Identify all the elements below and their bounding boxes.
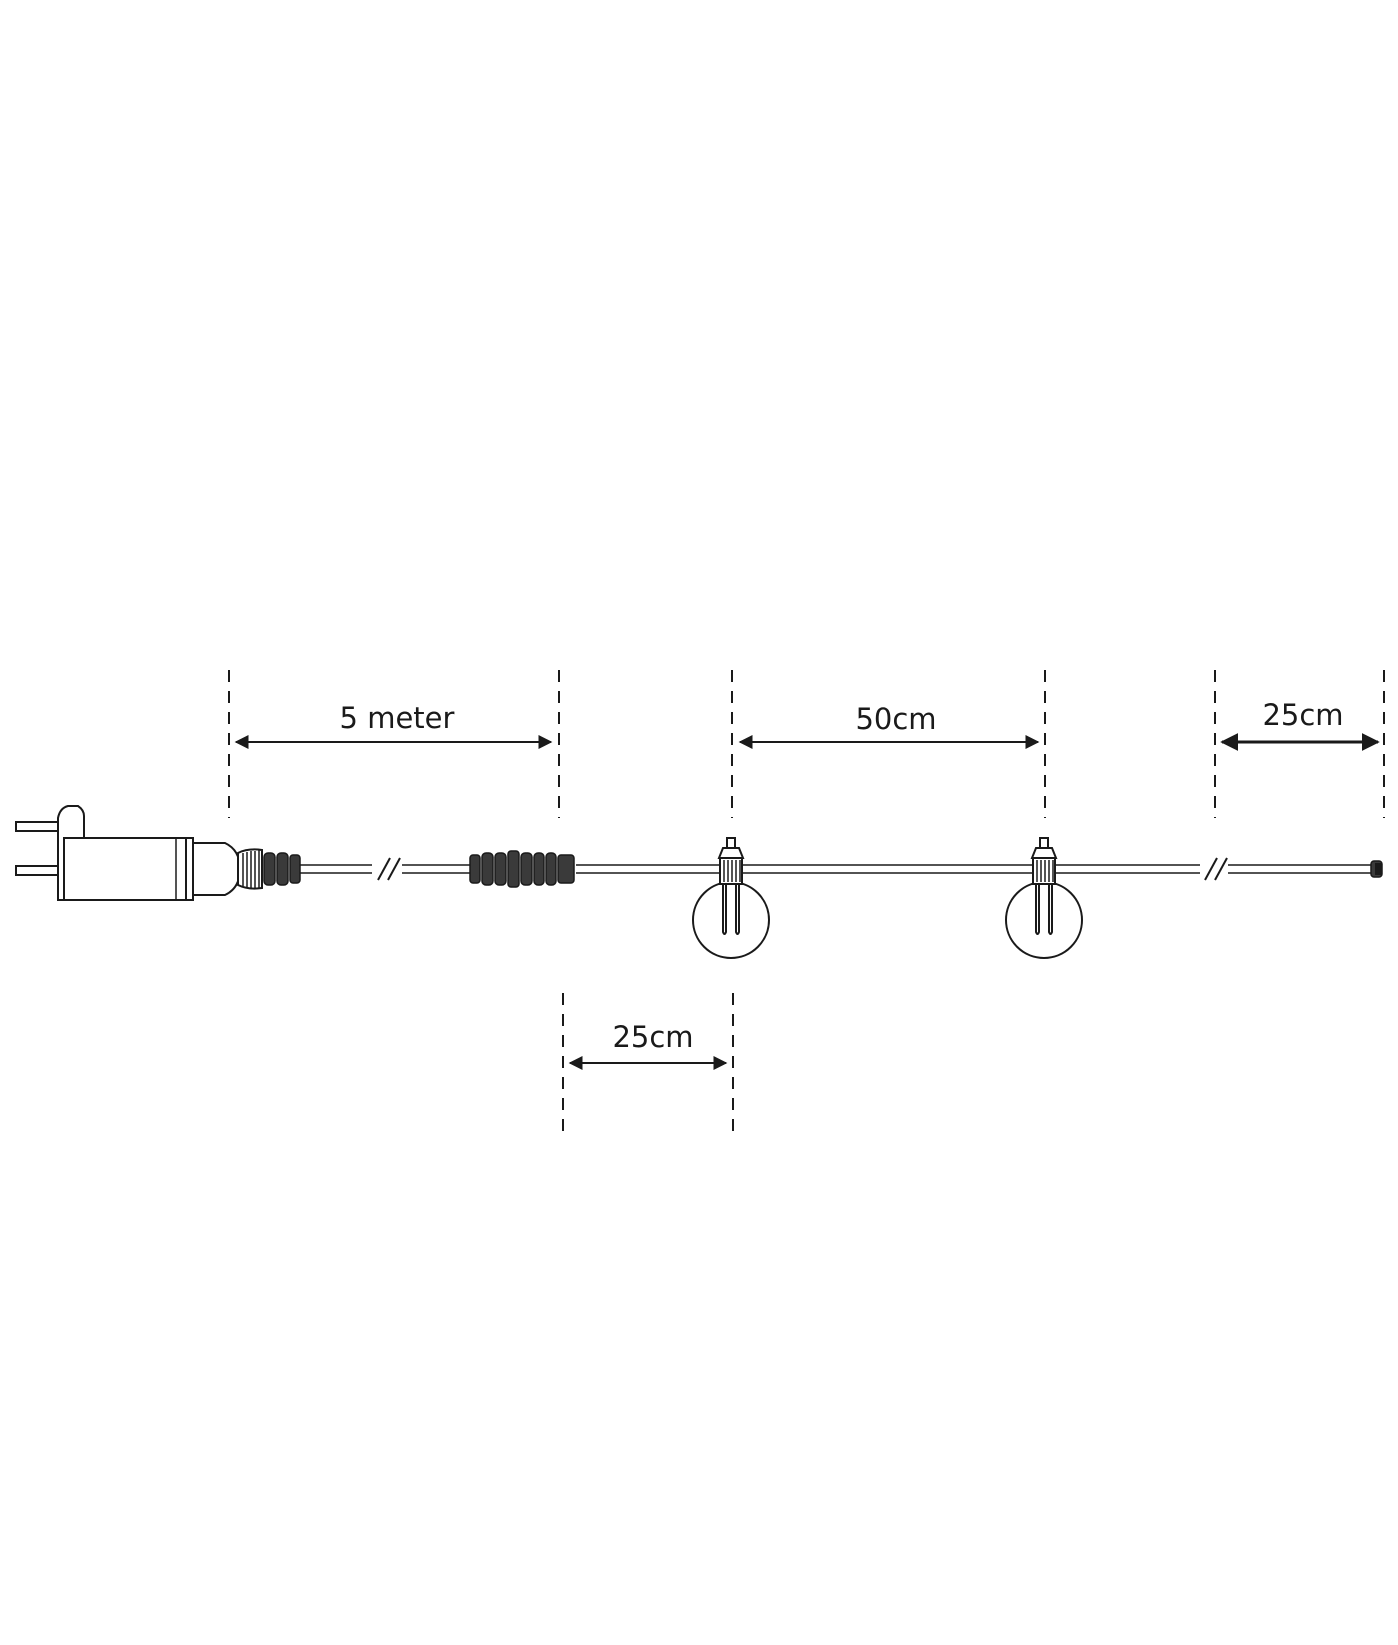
cable-break-mark-2: [1204, 857, 1228, 881]
label-end-cable: 25cm: [1262, 698, 1343, 732]
label-first-bulb-offset: 25cm: [612, 1020, 693, 1054]
bulb-2-globe: [1005, 881, 1083, 959]
plug-connector: [237, 848, 301, 890]
power-plug: [15, 805, 242, 901]
label-lead-cable: 5 meter: [340, 701, 455, 735]
bulb-1-globe: [692, 881, 770, 959]
bulb-1: [692, 837, 770, 959]
bulb-2: [1005, 837, 1083, 959]
end-cap: [1370, 860, 1383, 878]
lead-end-connector: [469, 850, 575, 888]
cable-wire: [300, 864, 1372, 874]
cable-break-mark-1: [377, 857, 401, 881]
label-bulb-spacing: 50cm: [855, 702, 936, 736]
